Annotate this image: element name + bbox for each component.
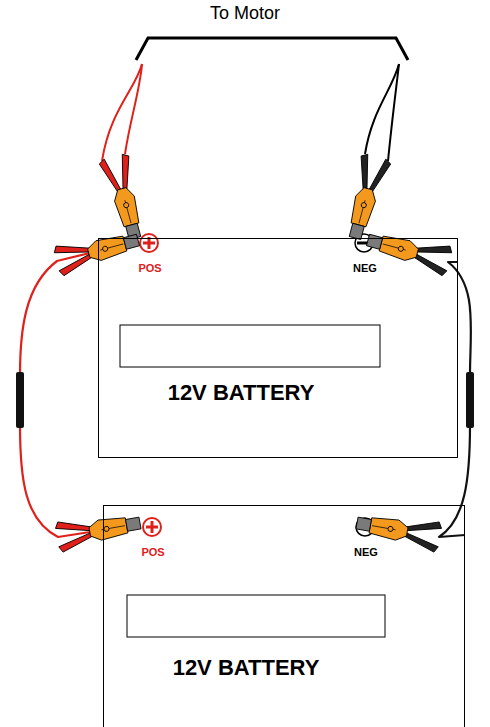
- positive-terminal: [140, 234, 158, 252]
- positive-terminal: [143, 518, 161, 536]
- motor-wire: [102, 64, 142, 161]
- battery-name: 12V BATTERY: [168, 381, 315, 405]
- terminal-label: POS: [141, 546, 164, 558]
- terminal-label: POS: [138, 262, 161, 274]
- jumper-clamp: [340, 153, 391, 242]
- battery-box: POS NEG 12V BATTERY: [103, 505, 465, 727]
- battery-box: POS NEG 12V BATTERY: [98, 238, 458, 458]
- plus-sign: [146, 521, 158, 533]
- terminal-label: NEG: [354, 546, 378, 558]
- motor-bracket: [136, 38, 408, 60]
- motor-label: To Motor: [210, 4, 280, 24]
- motor-wire: [388, 64, 399, 161]
- terminal-label: NEG: [353, 262, 377, 274]
- battery-label-panel: [127, 595, 385, 637]
- jumper-cable: [20, 251, 103, 537]
- jumper-clamp: [54, 508, 142, 553]
- cable-sleeve: [466, 372, 474, 428]
- cable-sleeve: [16, 372, 24, 428]
- motor-wire: [125, 64, 142, 154]
- battery-label-panel: [120, 325, 380, 367]
- jumper-clamp: [98, 153, 149, 242]
- jumper-clamp: [364, 225, 453, 276]
- battery-name: 12V BATTERY: [173, 656, 320, 680]
